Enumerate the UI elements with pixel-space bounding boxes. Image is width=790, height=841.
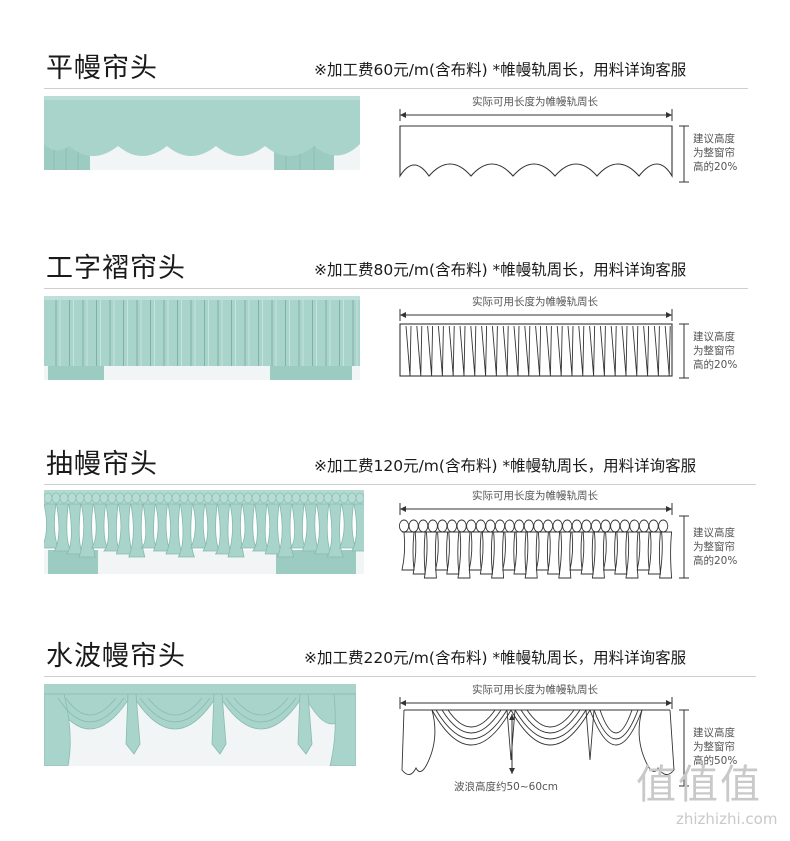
divider	[44, 88, 748, 89]
divider	[44, 484, 756, 485]
side-label-1: 建议高度	[693, 726, 735, 739]
price-note: ※加工费220元/m(含布料) *帷幔轨周长，用料详询客服	[304, 649, 687, 667]
side-label-3: 高的50%	[693, 754, 737, 767]
width-label: 实际可用长度为帷幔轨周长	[472, 489, 598, 502]
gathered-valance-photo	[44, 490, 364, 574]
side-label-2: 为整窗帘	[693, 540, 735, 553]
side-label-1: 建议高度	[693, 132, 735, 145]
swag-valance-photo	[44, 684, 356, 766]
section-swag-valance: 水波幔帘头 ※加工费220元/m(含布料) *帷幔轨周长，用料详询客服 实际可用…	[0, 640, 790, 841]
side-label-2: 为整窗帘	[693, 344, 735, 357]
flat-valance-diagram: 实际可用长度为帷幔轨周长 建议高度 为整窗帘 高的20%	[399, 95, 737, 183]
box-pleat-valance-photo	[44, 296, 360, 380]
swag-valance-diagram: 实际可用长度为帷幔轨周长 波浪高度约50~60cm	[399, 683, 689, 793]
section-title: 水波幔帘头	[46, 641, 186, 672]
section-gathered-valance: 抽幔帘头 ※加工费120元/m(含布料) *帷幔轨周长，用料详询客服 实际可用长…	[0, 448, 790, 648]
side-label-2: 为整窗帘	[693, 740, 735, 753]
width-label: 实际可用长度为帷幔轨周长	[472, 295, 598, 308]
wave-height-label: 波浪高度约50~60cm	[454, 780, 558, 793]
section-box-pleat-valance: 工字褶帘头 ※加工费80元/m(含布料) *帷幔轨周长，用料详询客服 实际可用长…	[0, 252, 790, 452]
side-label-2: 为整窗帘	[693, 146, 735, 159]
watermark-logo: 值值值	[636, 762, 762, 808]
price-note: ※加工费60元/m(含布料) *帷幔轨周长，用料详询客服	[314, 61, 687, 79]
side-label-1: 建议高度	[693, 526, 735, 539]
watermark-url: zhizhizhi.com	[676, 810, 778, 828]
width-label: 实际可用长度为帷幔轨周长	[472, 95, 598, 108]
box-pleat-valance-diagram: 实际可用长度为帷幔轨周长 建议高度 为整窗帘 高的20%	[399, 295, 737, 379]
divider	[44, 288, 748, 289]
price-note: ※加工费120元/m(含布料) *帷幔轨周长，用料详询客服	[314, 457, 697, 475]
gathered-valance-diagram: 实际可用长度为帷幔轨周长 建议高度 为整窗帘 高的20%	[398, 489, 737, 579]
price-note: ※加工费80元/m(含布料) *帷幔轨周长，用料详询客服	[314, 261, 687, 279]
divider	[44, 676, 756, 677]
side-label-1: 建议高度	[693, 330, 735, 343]
section-flat-valance: 平幔帘头 ※加工费60元/m(含布料) *帷幔轨周长，用料详询客服 实际可用长度…	[0, 52, 790, 252]
swag-side-labels: 建议高度 为整窗帘 高的50%	[693, 726, 737, 767]
side-label-3: 高的20%	[693, 160, 737, 173]
section-title: 抽幔帘头	[46, 449, 158, 480]
width-label: 实际可用长度为帷幔轨周长	[472, 683, 598, 696]
side-label-3: 高的20%	[693, 554, 737, 567]
section-title: 工字褶帘头	[46, 253, 186, 284]
side-label-3: 高的20%	[693, 358, 737, 371]
section-title: 平幔帘头	[46, 53, 158, 84]
flat-valance-photo	[44, 96, 360, 170]
